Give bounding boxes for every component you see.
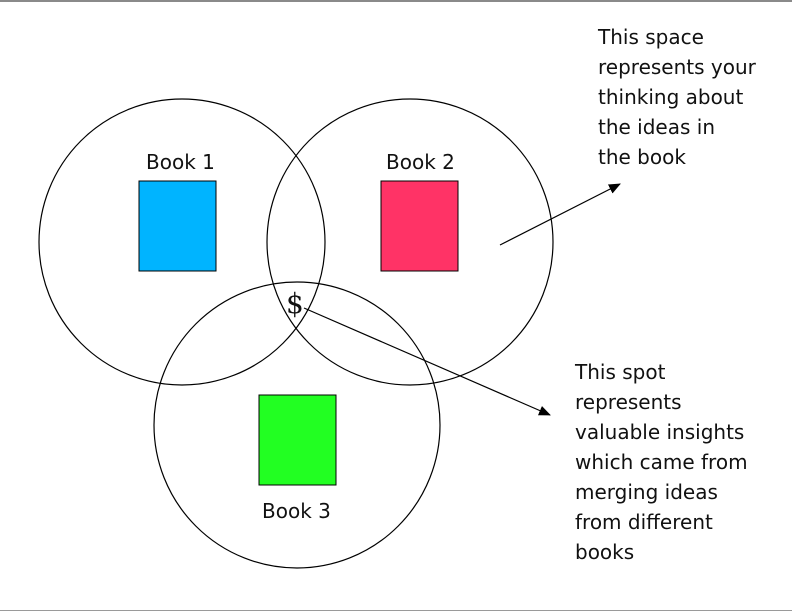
note-line: This space [598, 25, 704, 49]
book-1-circle [38, 98, 326, 386]
bottom-border [0, 610, 792, 611]
book-2-label: Book 2 [386, 150, 455, 174]
insight-spot-note: This spot represents valuable insights w… [575, 357, 748, 567]
book-1-label: Book 1 [146, 150, 215, 174]
note-line: from different [575, 510, 713, 534]
note-line: the ideas in [598, 115, 716, 139]
thinking-space-note: This space represents your thinking abou… [598, 22, 756, 172]
thinking-space-arrow [499, 183, 621, 246]
note-line: This spot [575, 360, 666, 384]
book-2-circle [266, 98, 554, 386]
book-3-label: Book 3 [262, 499, 331, 523]
note-line: the book [598, 145, 686, 169]
insight-spot-arrow [303, 307, 551, 416]
note-line: merging ideas [575, 480, 718, 504]
note-line: represents [575, 390, 682, 414]
book-3-cover [258, 394, 337, 486]
note-line: thinking about [598, 85, 744, 109]
top-border [0, 0, 792, 2]
book-2-cover [380, 180, 459, 272]
note-line: represents your [598, 55, 756, 79]
insight-marker: $ [286, 287, 304, 320]
book-3-circle [153, 281, 441, 569]
book-1-cover [138, 180, 217, 272]
note-line: which came from [575, 450, 748, 474]
note-line: valuable insights [575, 420, 745, 444]
note-line: books [575, 540, 635, 564]
